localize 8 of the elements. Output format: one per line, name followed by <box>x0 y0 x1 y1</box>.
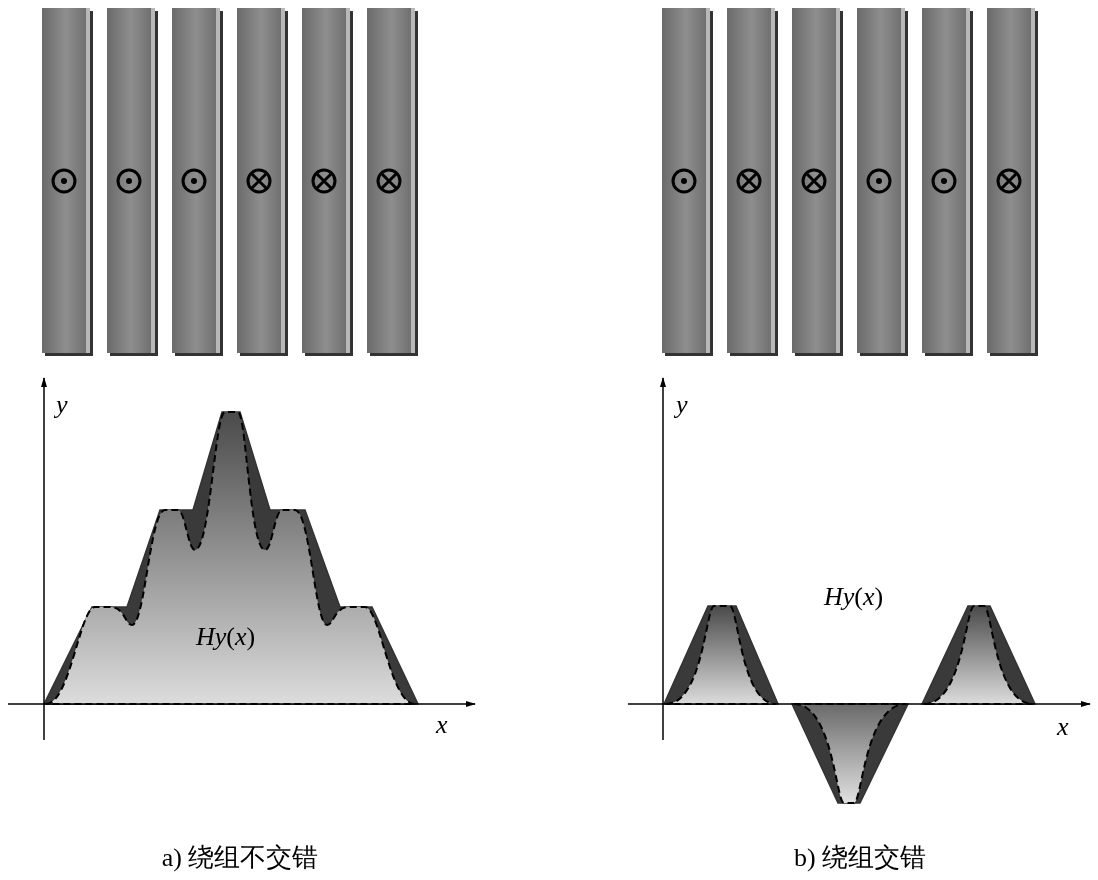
caption: b) 绕组交错 <box>793 845 927 871</box>
axis-label: x <box>436 712 448 738</box>
curve-label: Hy(x) <box>196 624 256 650</box>
axis-label: y <box>56 392 68 418</box>
curve-label: Hy(x) <box>824 584 884 610</box>
axis-label: x <box>1057 714 1069 740</box>
axis-label: y <box>676 392 688 418</box>
caption: a) 绕组不交错 <box>161 845 319 871</box>
